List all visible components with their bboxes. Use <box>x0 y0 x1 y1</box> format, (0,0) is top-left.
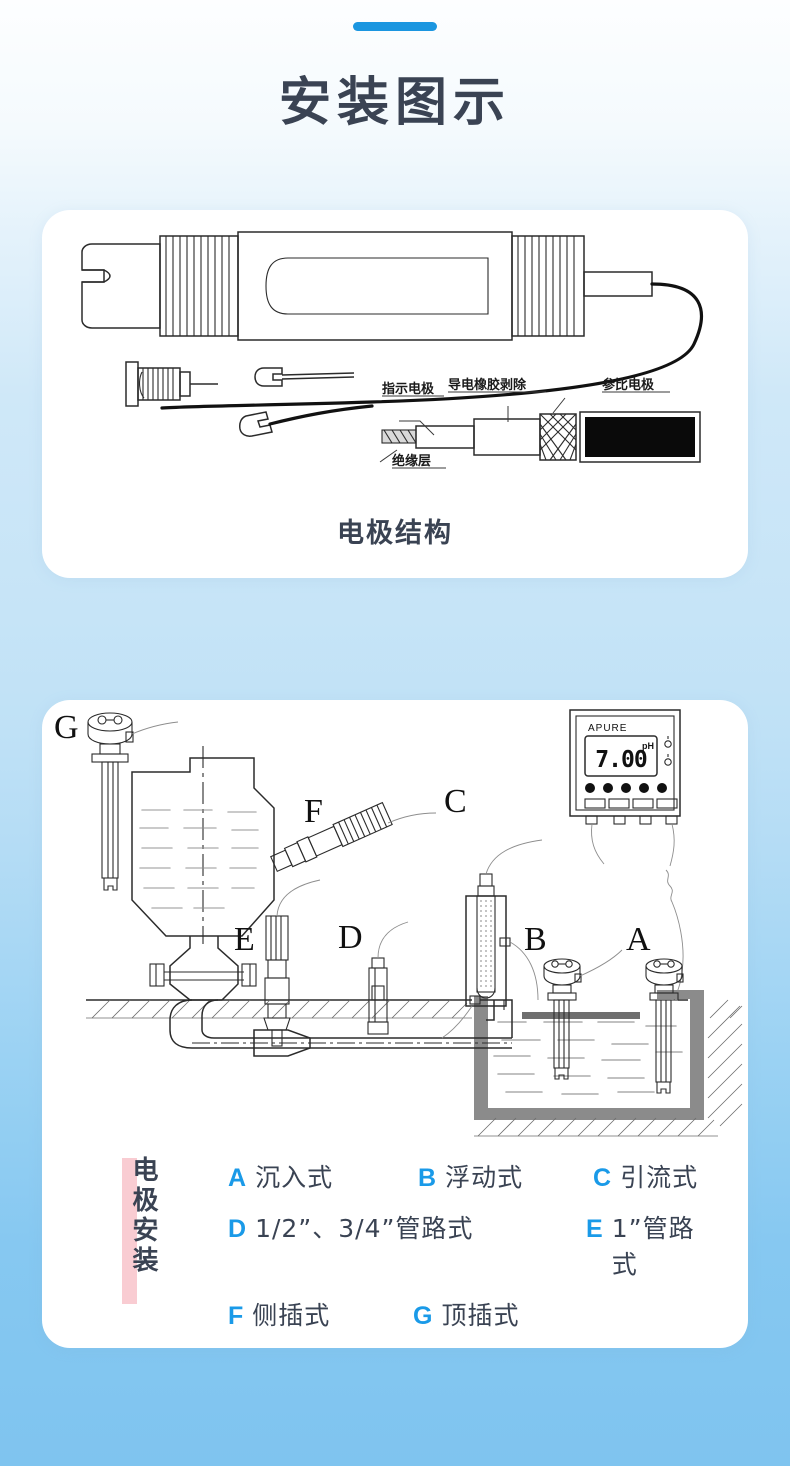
legend-key-a: A <box>228 1164 247 1192</box>
label-conductive-rubber-removal: 导电橡胶剥除 <box>448 377 527 393</box>
label-insulation-layer: 绝缘层 <box>392 453 431 469</box>
bnc-connector-illustration <box>125 361 218 407</box>
marker-c: C <box>444 783 467 820</box>
electrode-body-illustration <box>81 231 703 410</box>
tank-vessel <box>131 746 275 1001</box>
label-indicator-electrode: 指示电极 <box>382 381 435 397</box>
probe-c-flow-chamber <box>441 839 543 1039</box>
label-reference-electrode: 参比电极 <box>602 377 655 393</box>
electrode-card-caption: 电极结构 <box>42 511 748 550</box>
controller-reading: 7.00 <box>595 747 647 773</box>
controller-unit: pH <box>642 741 654 751</box>
legend-value-d: 1/2”、3/4”管路式 <box>255 1214 474 1243</box>
legend-item-g: G 顶插式 <box>413 1296 519 1332</box>
legend-vertical-label: 电极安装 <box>128 1156 158 1276</box>
legend-item-e: E 1”管路式 <box>586 1209 718 1281</box>
ground-and-pit <box>86 990 743 1137</box>
marker-b: B <box>524 921 547 958</box>
marker-d: D <box>338 919 363 956</box>
page-title: 安装图示 <box>278 73 511 133</box>
legend-value-g: 顶插式 <box>441 1301 520 1330</box>
probe-d-pipeline <box>367 921 409 1035</box>
installation-layout-diagram: APURE 7.00 pH <box>54 709 743 1137</box>
cross-section-leader-lines <box>379 391 670 469</box>
legend-key-e: E <box>586 1215 603 1243</box>
legend-row: D 1/2”、3/4”管路式 E 1”管路式 <box>228 1209 718 1281</box>
cable-cross-section-illustration <box>381 411 701 463</box>
probe-e-pipeline <box>263 879 321 1047</box>
legend-key-f: F <box>228 1302 244 1330</box>
legend-item-b: B 浮动式 <box>418 1158 593 1194</box>
marker-f: F <box>304 793 323 830</box>
controller-button-3[interactable] <box>632 798 654 809</box>
legend-key-b: B <box>418 1164 437 1192</box>
electrode-structure-diagram: 指示电极 导电橡胶剥除 参比电极 绝缘层 <box>81 231 703 469</box>
controller-button-4[interactable] <box>656 798 678 809</box>
spade-terminal-illustration <box>239 367 374 437</box>
legend-vertical-highlight <box>122 1158 137 1304</box>
controller-unit: APURE 7.00 pH <box>569 709 684 1001</box>
legend-value-f: 侧插式 <box>252 1301 331 1330</box>
probe-g-top-insert <box>87 712 179 891</box>
legend-item-d: D 1/2”、3/4”管路式 <box>228 1209 586 1281</box>
electrode-structure-card: 指示电极 导电橡胶剥除 参比电极 绝缘层 电极结构 <box>42 210 748 578</box>
legend-value-c: 引流式 <box>620 1163 699 1192</box>
legend-item-f: F 侧插式 <box>228 1296 413 1332</box>
marker-e: E <box>234 921 255 958</box>
legend-item-a: A 沉入式 <box>228 1158 418 1194</box>
controller-button-row <box>584 798 678 809</box>
legend-key-c: C <box>593 1164 612 1192</box>
marker-g: G <box>54 709 79 746</box>
legend-row: F 侧插式 G 顶插式 <box>228 1296 718 1332</box>
controller-led-row <box>585 783 667 793</box>
probe-f-side-insert <box>270 801 437 873</box>
title-accent-bar <box>353 22 437 31</box>
legend-key-g: G <box>413 1302 433 1330</box>
legend-row: A 沉入式 B 浮动式 C 引流式 <box>228 1158 718 1194</box>
pipeline <box>169 999 513 1057</box>
legend-value-a: 沉入式 <box>255 1163 334 1192</box>
controller-button-2[interactable] <box>608 798 630 809</box>
caption-text: 电极结构 <box>333 511 457 550</box>
controller-brand: APURE <box>588 723 627 734</box>
legend-value-b: 浮动式 <box>445 1163 524 1192</box>
installation-legend: 电极安装 A 沉入式 B 浮动式 C 引流式 D 1/2” <box>42 1156 748 1330</box>
marker-a: A <box>626 921 651 958</box>
legend-rows: A 沉入式 B 浮动式 C 引流式 D 1/2”、3/4”管路式 <box>228 1158 718 1347</box>
controller-button-1[interactable] <box>584 798 606 809</box>
probe-a-submersion <box>645 958 684 1094</box>
installation-layout-card: APURE 7.00 pH <box>42 700 748 1348</box>
legend-value-e: 1”管路式 <box>611 1214 695 1279</box>
probe-b-floating <box>543 949 623 1080</box>
legend-key-d: D <box>228 1215 247 1243</box>
legend-item-c: C 引流式 <box>593 1158 698 1194</box>
